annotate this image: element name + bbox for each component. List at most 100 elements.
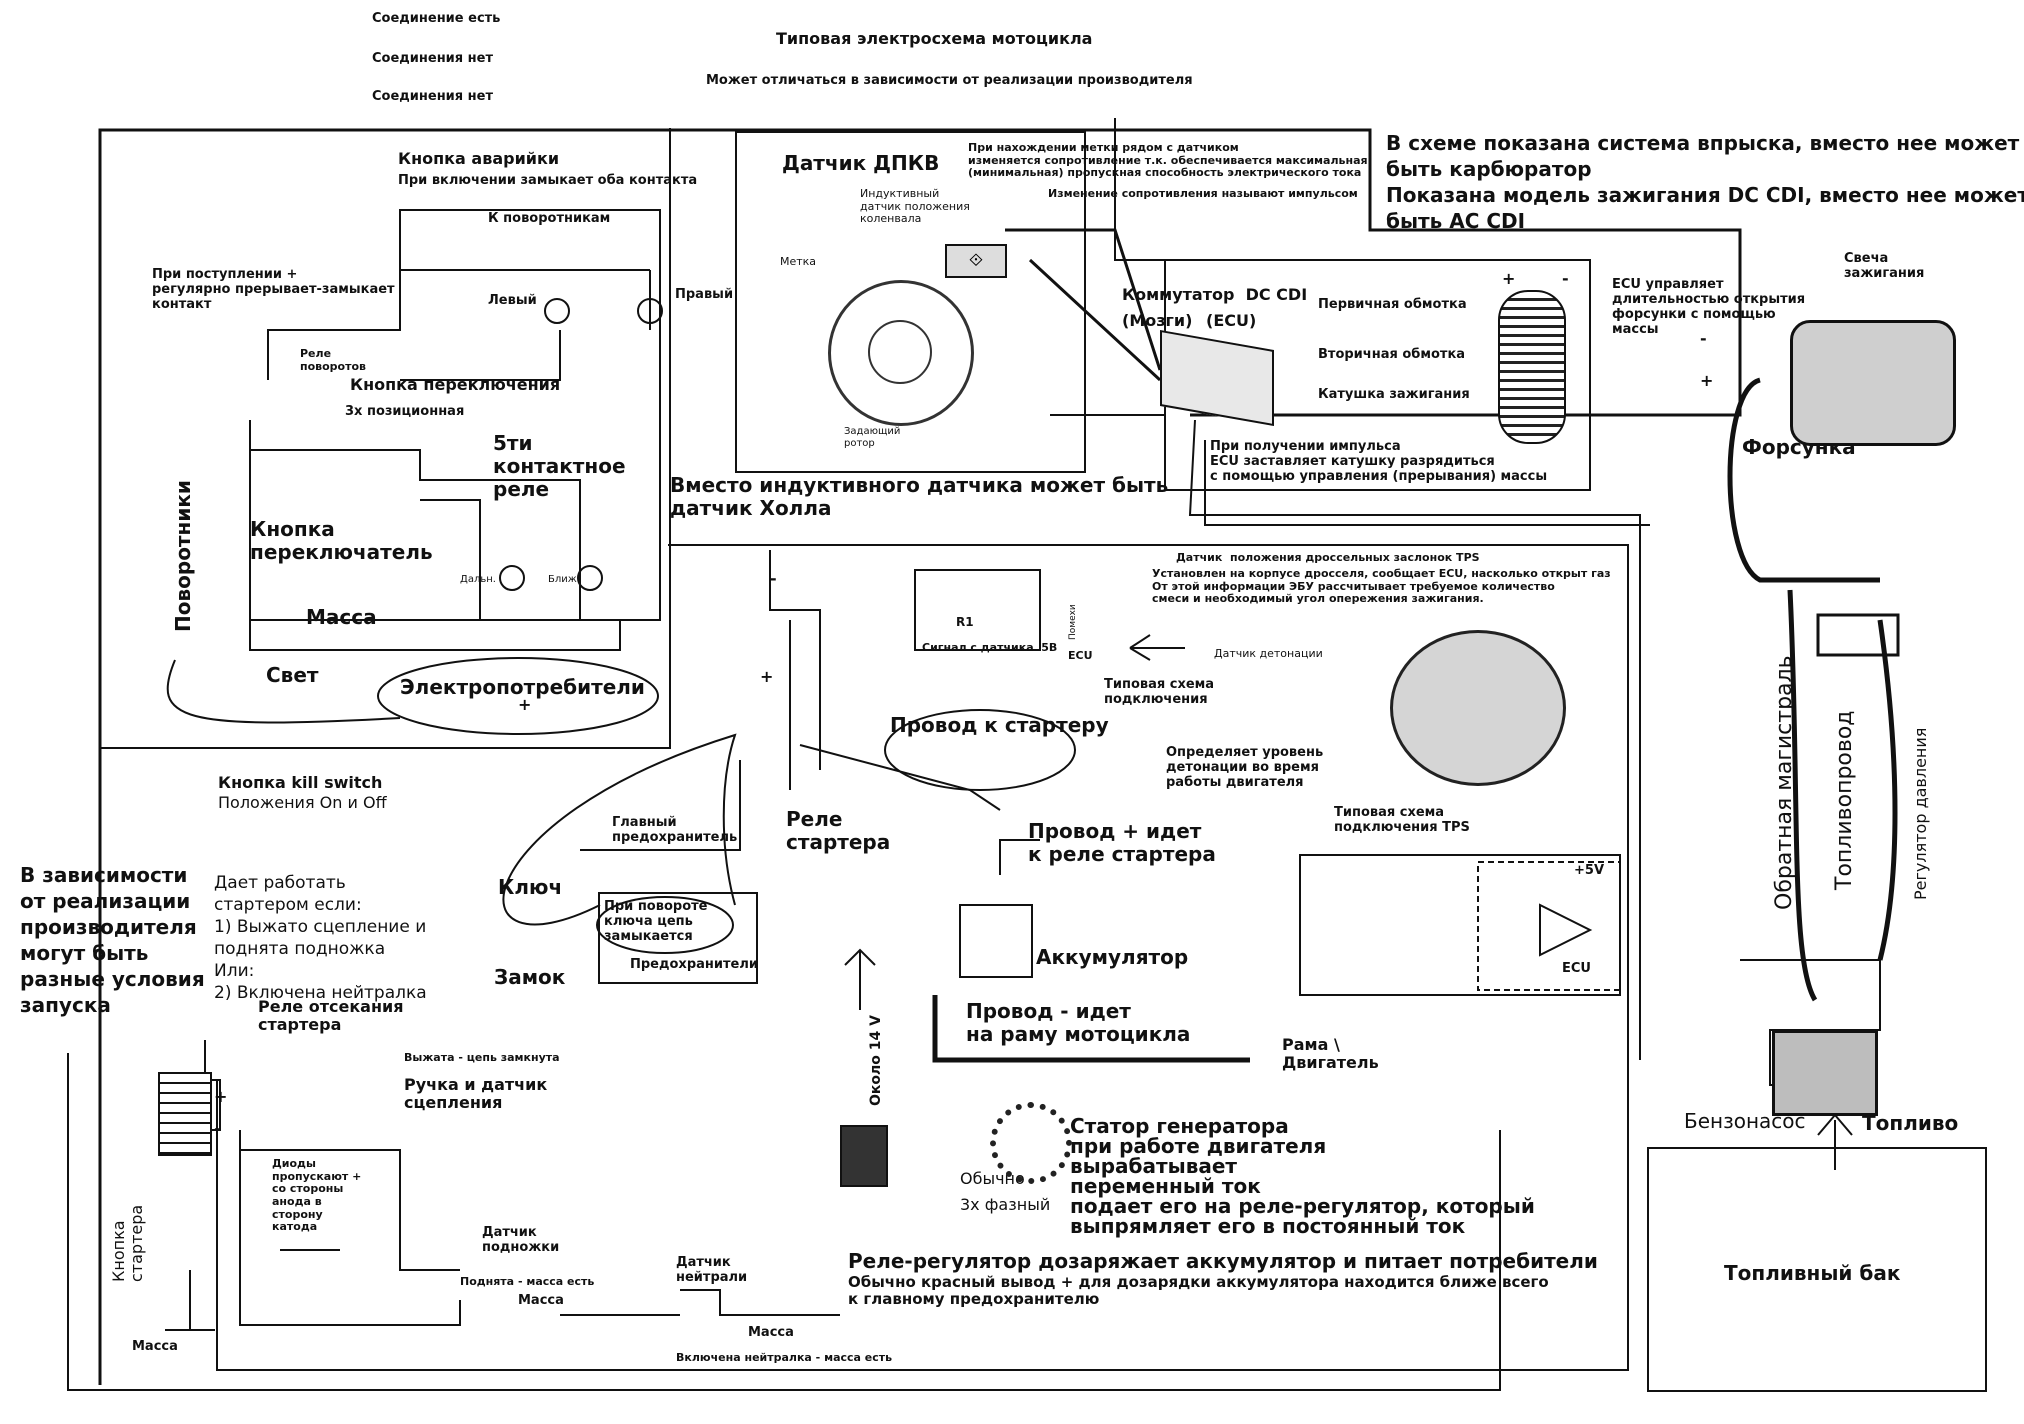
stand-sensor-label: Датчик подножки <box>482 1225 560 1255</box>
ecu-pulse-note: При получении импульса ECU заставляет ка… <box>1210 439 1548 484</box>
fuel-line-label: Топливопровод <box>1832 710 1857 890</box>
turn-signals-vertical-label: Поворотники <box>171 480 195 632</box>
hazard-note: При включении замыкает оба контакта <box>398 173 698 188</box>
five-pin-relay-label: 5ти контактное реле <box>493 431 626 501</box>
page-title: Типовая электросхема мотоцикла <box>776 29 1093 48</box>
minus-wire-label: Провод - идет на раму мотоцикла <box>966 999 1191 1046</box>
mark-label: Метка <box>780 255 817 268</box>
light-switch-label: Кнопка переключатель <box>250 517 433 564</box>
tps-5v-label: +5V <box>1574 863 1604 878</box>
pressure-regulator-label: Регулятор давления <box>1911 727 1930 900</box>
ignition-frame <box>1114 118 1591 491</box>
three-position-label: 3х позиционная <box>345 404 465 419</box>
clutch-pressed-label: Выжата - цепь замкнута <box>404 1051 560 1064</box>
ignition-coil-label: Катушка зажигания <box>1318 387 1470 402</box>
legend-not-connected-1: Соединения нет <box>372 51 493 66</box>
starter-minus: - <box>770 569 777 588</box>
ckp-note-2: Изменение сопротивления называют импульс… <box>1048 187 1358 200</box>
inductive-sensor-label: Индуктивный датчик положения коленвала <box>860 187 970 226</box>
hazard-button-label: Кнопка аварийки <box>398 149 560 168</box>
rotor-label: Задающий ротор <box>844 426 901 449</box>
around-14v-label: Около 14 V <box>868 1015 884 1106</box>
knock-ecu-label: ECU <box>1068 649 1093 662</box>
noise-label: Помехи <box>1068 604 1078 640</box>
stator-graphic <box>990 1102 1072 1184</box>
fuse-box <box>598 892 758 984</box>
consumers-label: Электропотребители <box>400 675 645 699</box>
neutral-ground-label: Масса <box>748 1325 794 1340</box>
to-turn-signals-label: К поворотникам <box>488 211 611 226</box>
low-beam-label: Ближ. <box>548 574 580 585</box>
neutral-sensor-label: Датчик нейтрали <box>676 1255 748 1285</box>
ignition-coil-graphic <box>1498 290 1566 444</box>
injector-plus: + <box>1700 371 1714 390</box>
high-beam-label: Дальн. <box>460 574 496 585</box>
r1-label: R1 <box>956 615 974 629</box>
outer-bottom-frame <box>67 1053 1501 1391</box>
page-subtitle: Может отличаться в зависимости от реализ… <box>706 73 1193 88</box>
stand-up-label: Поднята - масса есть <box>460 1275 595 1288</box>
fuses-label: Предохранители <box>630 957 758 972</box>
battery-label: Аккумулятор <box>1036 945 1189 969</box>
consumers-plus: + <box>518 695 532 714</box>
three-phase-label: 3х фазный <box>960 1195 1051 1214</box>
tps-scheme-label: Типовая схема подключения TPS <box>1334 805 1470 835</box>
throttle-sensor-graphic <box>1390 630 1566 786</box>
left-signal-label: Левый <box>488 293 537 308</box>
tps-ecu-label: ECU <box>1562 961 1591 976</box>
ecu-brains-label: (Мозги) <box>1122 311 1193 330</box>
ecu-switch-label: Коммутатор DC CDI <box>1122 285 1308 304</box>
coil-minus: - <box>1562 269 1569 288</box>
cutoff-relay-label: Реле отсекания стартера <box>258 997 404 1035</box>
starter-wire-label: Провод к стартеру <box>890 713 1109 737</box>
starter-frame <box>216 544 1629 1371</box>
manufacturer-note: В зависимости от реализации производител… <box>20 863 205 1017</box>
starter-ground-label: Масса <box>132 1339 178 1354</box>
spark-plug-label: Свеча зажигания <box>1844 251 1925 281</box>
ecu-label: (ECU) <box>1206 311 1257 330</box>
knock-sensor-label: Датчик детонации <box>1214 647 1323 660</box>
stand-ground-label: Масса <box>518 1293 564 1308</box>
main-fuse-label: Главный предохранитель <box>612 815 738 845</box>
knock-signal-label: Сигнал с датчика 5В <box>922 641 1058 654</box>
turn-signal-frame <box>100 128 671 749</box>
injector-minus: - <box>1700 329 1707 348</box>
legend-not-connected-2: Соединения нет <box>372 89 493 104</box>
ckp-frame <box>735 131 1086 473</box>
stator-label: Статор генератора при работе двигателя в… <box>1070 1114 1535 1238</box>
key-label: Ключ <box>498 875 563 899</box>
typical-scheme-label: Типовая схема подключения <box>1104 677 1215 707</box>
fuel-tank-label: Топливный бак <box>1724 1261 1901 1285</box>
starter-plus: + <box>760 667 774 686</box>
cutoff-relay-coil <box>158 1072 212 1156</box>
knock-note: Определяет уровень детонации во время ра… <box>1166 745 1324 790</box>
starter-button-label: Кнопка стартера <box>109 1204 147 1282</box>
regulator-graphic <box>840 1125 888 1187</box>
ckp-note-1: При нахождении метки рядом с датчиком из… <box>968 141 1368 180</box>
right-signal-label: Правый <box>675 287 734 302</box>
light-label: Свет <box>266 663 319 687</box>
starter-allows-note: Дает работать стартером если: 1) Выжато … <box>214 873 427 1004</box>
frame-label: Рама \ Двигатель <box>1282 1035 1379 1073</box>
hall-sensor-note: Вместо индуктивного датчика может быть д… <box>670 473 1169 520</box>
return-line-label: Обратная магистраль <box>1772 655 1797 910</box>
kill-switch-positions: Положения On и Off <box>218 793 387 812</box>
tps-note: Установлен на корпусе дросселя, сообщает… <box>1152 567 1611 606</box>
diodes-label: Диоды пропускают + со стороны анода в ст… <box>272 1157 362 1234</box>
ckp-title: Датчик ДПКВ <box>782 151 940 175</box>
main-power-line <box>98 128 1742 1385</box>
starter-relay-label: Реле стартера <box>786 807 891 854</box>
regulator-note: Обычно красный вывод + для дозарядки акк… <box>848 1273 1549 1309</box>
flasher-relay-note: При поступлении + регулярно прерывает-за… <box>152 267 395 312</box>
fuel-label: Топливо <box>1862 1111 1959 1135</box>
coil-plus: + <box>1502 269 1516 288</box>
ckp-rotor-graphic <box>828 280 974 426</box>
regulator-label: Реле-регулятор дозаряжает аккумулятор и … <box>848 1249 1598 1273</box>
legend-connected: Соединение есть <box>372 11 501 26</box>
primary-winding-label: Первичная обмотка <box>1318 297 1467 312</box>
clutch-handle-label: Ручка и датчик сцепления <box>404 1075 548 1113</box>
fuel-pump-graphic <box>1772 1030 1878 1116</box>
fuel-tank-box <box>1647 1147 1987 1392</box>
turn-key-note: При повороте ключа цепь замыкается <box>604 899 708 944</box>
